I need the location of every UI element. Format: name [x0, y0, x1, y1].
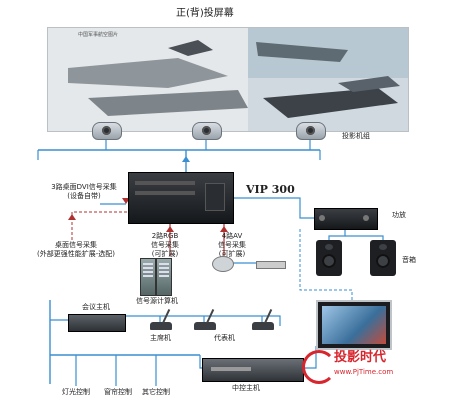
- touch-panel-monitor: [316, 300, 392, 350]
- curtain-control-label: 窗帘控制: [104, 388, 132, 396]
- brand-url: www.PjTime.com: [334, 368, 394, 376]
- chairman-microphone: [150, 322, 172, 330]
- projection-screen: 中国军事航空图片: [47, 27, 409, 132]
- server-to-projectors-arrow: [182, 156, 190, 162]
- conference-host-label: 会议主机: [82, 303, 110, 311]
- screen-caption: 中国军事航空图片: [78, 32, 119, 38]
- amplifier-to-speaker-right: [345, 235, 384, 240]
- chairman-unit-label: 主席机: [150, 334, 171, 342]
- other-control-label: 其它控制: [142, 388, 170, 396]
- projector-right: [296, 122, 326, 140]
- projector-center: [192, 122, 222, 140]
- amplifier: [314, 208, 378, 230]
- dvi-capture-label: 3路桌面DVI信号采集(设备自带): [51, 183, 117, 200]
- av-arrow: [220, 226, 228, 232]
- vip-300-server: [128, 172, 234, 224]
- speaker-left: [316, 240, 342, 276]
- av-device: [256, 261, 286, 269]
- server-to-amplifier: [232, 197, 314, 219]
- vip-300-label: VIP 300: [246, 183, 295, 196]
- delegate-microphone-2: [252, 322, 274, 330]
- desktop-arrow: [68, 214, 76, 220]
- desktop-signal-label: 桌面信号采集(外部更强性能扩展-选配): [37, 241, 115, 258]
- panel-link: [299, 228, 353, 300]
- projector-group-label: 投影机组: [342, 132, 370, 140]
- brand-name: 投影时代: [334, 350, 387, 365]
- brand-logo-icon: [302, 350, 336, 384]
- conference-host: [68, 314, 126, 332]
- speaker-label: 音箱: [402, 256, 416, 264]
- lighting-control-label: 灯光控制: [62, 388, 90, 396]
- camera-device: [212, 256, 234, 272]
- signal-pc-2: [156, 258, 172, 296]
- amplifier-label: 功放: [392, 211, 406, 219]
- delegate-microphone-1: [194, 322, 216, 330]
- speaker-right: [370, 240, 396, 276]
- central-control-host: [202, 358, 304, 382]
- signal-source-pc-label: 信号源计算机: [136, 297, 178, 305]
- desktop-to-server: [71, 211, 128, 240]
- signal-pc-1: [140, 258, 156, 296]
- central-control-label: 中控主机: [232, 384, 260, 392]
- control-to-host: [199, 355, 202, 369]
- screen-image: [48, 28, 408, 131]
- projector-left: [92, 122, 122, 140]
- delegate-unit-label: 代表机: [214, 334, 235, 342]
- rgb-arrow: [166, 226, 174, 232]
- amplifier-to-speakers: [328, 228, 346, 240]
- screen-title: 正(背)投屏幕: [176, 8, 234, 19]
